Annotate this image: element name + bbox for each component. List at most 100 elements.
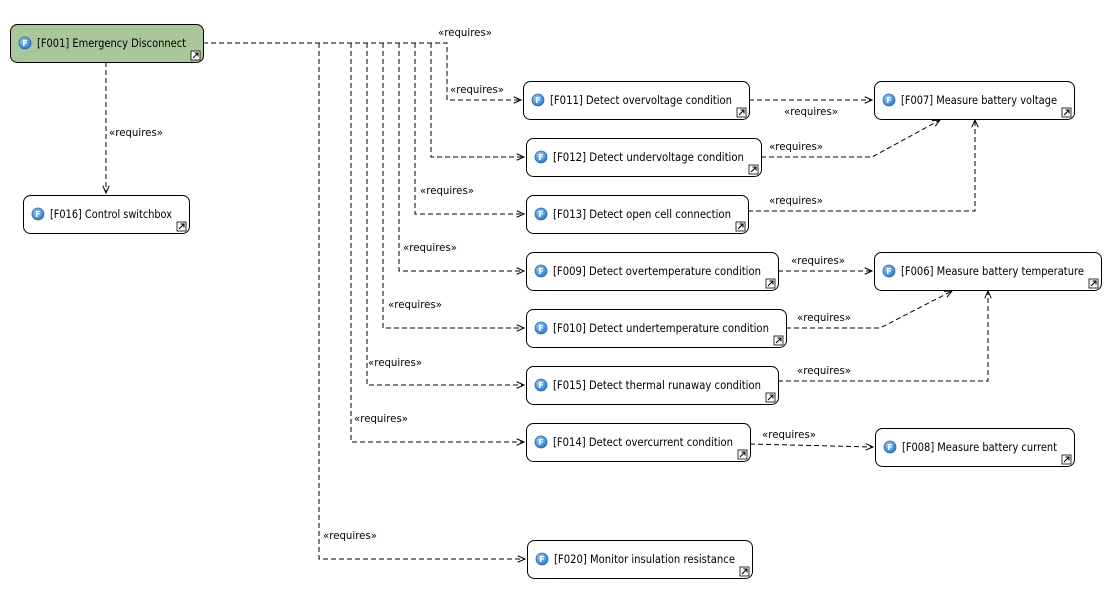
edge-F001-F013[interactable] [414,43,526,218]
feature-node-F008[interactable]: F[F008] Measure battery current [875,428,1075,467]
edge-F001-F012[interactable] [430,43,526,161]
shortcut-arrow-icon[interactable] [737,449,748,460]
feature-node-F001[interactable]: F [F001] Emergency Disconnect [10,24,204,63]
node-box[interactable] [23,195,190,234]
node-label: [F020] Monitor insulation resistance [554,553,735,566]
edge-F014-F008[interactable] [749,443,875,451]
shortcut-arrow-icon[interactable] [739,566,750,577]
shortcut-arrow-icon[interactable] [736,107,747,118]
node-label: [F015] Detect thermal runaway condition [553,379,761,392]
arrowhead [864,96,874,104]
dependency-line[interactable] [382,43,524,329]
edge-label: «requires» [403,243,457,254]
shortcut-arrow-icon[interactable] [1061,107,1072,118]
dependency-line[interactable] [778,291,989,382]
svg-text:F: F [538,381,543,390]
shortcut-arrow-icon[interactable] [765,392,776,403]
feature-node-F014[interactable]: F[F014] Detect overcurrent condition [526,423,751,462]
feature-node-F013[interactable]: F[F013] Detect open cell connection [526,195,749,234]
feature-icon: F [883,440,897,454]
arrowhead [864,267,874,275]
feature-node-F016[interactable]: F[F016] Control switchbox [23,195,190,234]
node-box[interactable] [874,81,1075,120]
arrowhead [865,443,875,451]
dependency-line[interactable] [786,290,953,329]
feature-icon: F [534,150,548,164]
shortcut-arrow-icon[interactable] [735,221,746,232]
svg-text:F: F [22,39,27,48]
node-label: [F011] Detect overvoltage condition [550,94,732,107]
svg-text:F: F [535,96,540,105]
node-box[interactable] [526,138,762,177]
arrowhead [516,210,526,218]
node-box[interactable] [527,540,753,579]
dependency-line[interactable] [318,43,525,560]
feature-node-F010[interactable]: F [F010] Detect undertemperature conditio… [526,309,787,348]
node-label: [F009] Detect overtemperature condition [553,265,761,278]
edge-F001-F020[interactable] [318,43,527,563]
dependency-line[interactable] [749,443,874,448]
shortcut-arrow-icon[interactable] [190,50,201,61]
feature-node-F007[interactable]: F[F007] Measure battery voltage [874,81,1075,120]
shortcut-arrow-icon[interactable] [773,335,784,346]
node-box[interactable] [523,81,750,120]
edge-F011-F007[interactable] [749,96,874,104]
edge-F009-F006[interactable] [778,267,874,275]
arrowhead [517,555,527,563]
edge-F001-F015[interactable] [366,43,526,389]
edge-F001-F009[interactable] [398,43,526,275]
edge-F001-F011[interactable] [203,42,523,104]
edge-F001-F014[interactable] [350,43,526,446]
node-box[interactable] [526,366,779,405]
dependency-line[interactable] [350,43,524,443]
node-box[interactable] [526,423,751,462]
edge-label: «requires» [791,256,845,267]
feature-icon: F [534,321,548,335]
feature-icon: F [531,93,545,107]
feature-node-F012[interactable]: F[F012] Detect undervoltage condition [526,138,762,177]
dependency-line[interactable] [203,42,521,101]
shortcut-arrow-icon[interactable] [765,278,776,289]
svg-text:F: F [35,210,40,219]
shortcut-arrow-icon[interactable] [176,221,187,232]
feature-node-F006[interactable]: F[F006] Measure battery temperature [874,252,1102,291]
node-box[interactable] [526,195,749,234]
dependency-line[interactable] [748,120,976,212]
node-box[interactable] [875,428,1075,467]
edge-F001-F016[interactable] [102,62,110,195]
node-box[interactable] [526,252,779,291]
svg-text:F: F [538,153,543,162]
arrowhead [102,185,110,195]
edge-label-top: «requires» [438,28,492,39]
shortcut-arrow-icon[interactable] [1088,278,1099,289]
dependency-line[interactable] [366,43,524,386]
node-label: [F001] Emergency Disconnect [37,37,187,50]
shortcut-arrow-icon[interactable] [748,164,759,175]
feature-icon: F [534,207,548,221]
arrowhead [516,153,526,161]
dependency-line[interactable] [430,43,524,158]
labels-layer: «requires» «requires» «requires» «requires»… [109,28,851,542]
edge-label: «requires» [769,196,823,207]
feature-node-F011[interactable]: F [F011] Detect overvoltage condition [523,81,750,120]
edge-label: «requires» [354,414,408,425]
edge-label: «requires» [797,313,851,324]
node-label: [F010] Detect undertemperature condition [553,322,769,335]
arrowhead [516,267,526,275]
svg-text:F: F [886,267,891,276]
edge-F001-F010[interactable] [382,43,526,332]
dependency-line[interactable] [761,119,941,158]
dependency-line[interactable] [414,43,524,215]
dependency-line[interactable] [398,43,524,272]
shortcut-arrow-icon[interactable] [1061,454,1072,465]
feature-node-F020[interactable]: F[F020] Monitor insulation resistance [527,540,753,579]
feature-icon: F [882,264,896,278]
svg-text:F: F [538,438,543,447]
node-box[interactable] [526,309,787,348]
feature-icon: F [18,36,32,50]
node-box[interactable] [10,24,204,63]
node-label: [F007] Measure battery voltage [901,94,1057,107]
feature-node-F009[interactable]: F[F009] Detect overtemperature condition [526,252,779,291]
node-box[interactable] [874,252,1102,291]
feature-node-F015[interactable]: F [F015] Detect thermal runaway condition [526,366,779,405]
